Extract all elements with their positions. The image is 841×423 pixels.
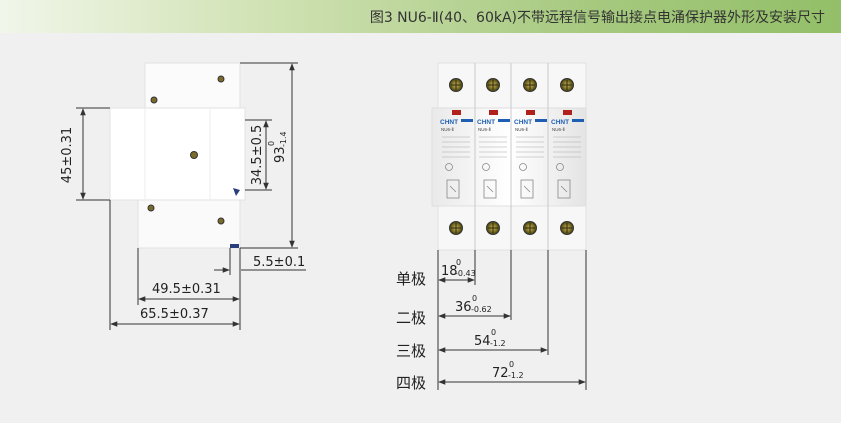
pole-label: 四极 bbox=[396, 374, 426, 392]
svg-text:72: 72 bbox=[492, 366, 509, 381]
dim-height: 45±0.31 bbox=[60, 127, 75, 183]
brand-logo: CHNT bbox=[514, 119, 532, 126]
screw-icon bbox=[217, 217, 225, 225]
indicator-window bbox=[563, 110, 572, 115]
svg-text:0: 0 bbox=[456, 258, 461, 267]
svg-text:-1.2: -1.2 bbox=[490, 339, 506, 348]
pole-label: 三极 bbox=[396, 342, 426, 360]
model-label: NU6-Ⅱ bbox=[515, 127, 528, 132]
model-label: NU6-Ⅱ bbox=[441, 127, 454, 132]
dim-total: 93 0 -1.4 bbox=[267, 131, 288, 163]
dim-width-inner: 49.5±0.31 bbox=[152, 282, 221, 297]
dim-clip: 5.5±0.1 bbox=[253, 255, 305, 270]
front-view: CHNT NU6-Ⅱ CHNT NU6 bbox=[396, 62, 587, 392]
svg-text:-0.62: -0.62 bbox=[471, 305, 492, 314]
svg-text:-1.4: -1.4 bbox=[279, 131, 288, 147]
pole-row-4: 四极 72 0 -1.2 bbox=[396, 360, 586, 392]
svg-text:0: 0 bbox=[267, 141, 276, 146]
dim-mid: 34.5±0.5 bbox=[250, 125, 265, 186]
figure-title: 图3 NU6-Ⅱ(40、60kA)不带远程信号输出接点电涌保护器外形及安装尺寸 bbox=[369, 10, 825, 26]
screw-icon bbox=[147, 204, 155, 212]
model-label: NU6-Ⅱ bbox=[552, 127, 565, 132]
dim-width-outer: 65.5±0.37 bbox=[140, 307, 209, 322]
indicator-window bbox=[526, 110, 535, 115]
din-clip-icon bbox=[233, 188, 240, 196]
side-middle-block bbox=[109, 107, 246, 201]
screw-icon bbox=[217, 75, 225, 83]
pole-label: 单极 bbox=[396, 270, 426, 288]
svg-text:18: 18 bbox=[441, 264, 458, 279]
pole-row-1: 单极 18 0 -0.43 bbox=[396, 258, 476, 288]
svg-text:54: 54 bbox=[474, 334, 491, 349]
svg-text:36: 36 bbox=[455, 300, 472, 315]
module-2: CHNT NU6-Ⅱ bbox=[477, 78, 510, 235]
brand-logo: CHNT bbox=[477, 119, 495, 126]
screw-icon bbox=[150, 96, 158, 104]
module-3: CHNT NU6-Ⅱ bbox=[514, 78, 547, 235]
svg-text:-0.43: -0.43 bbox=[455, 269, 476, 278]
side-bottom-block bbox=[137, 199, 241, 249]
pole-row-2: 二极 36 0 -0.62 bbox=[396, 294, 511, 327]
side-view: 45±0.31 34.5±0.5 93 0 -1.4 5.5±0.1 bbox=[60, 62, 306, 330]
svg-text:0: 0 bbox=[509, 360, 514, 369]
indicator-window bbox=[489, 110, 498, 115]
pole-label: 二极 bbox=[396, 309, 426, 327]
brand-logo: CHNT bbox=[440, 119, 458, 126]
din-clip-icon bbox=[230, 244, 239, 248]
brand-logo: CHNT bbox=[551, 119, 569, 126]
module-4: CHNT NU6-Ⅱ bbox=[551, 78, 584, 235]
title-bar: 图3 NU6-Ⅱ(40、60kA)不带远程信号输出接点电涌保护器外形及安装尺寸 bbox=[0, 0, 841, 33]
svg-text:93: 93 bbox=[273, 146, 288, 163]
screw-icon bbox=[190, 151, 198, 159]
indicator-window bbox=[452, 110, 461, 115]
svg-text:0: 0 bbox=[472, 294, 477, 303]
svg-text:0: 0 bbox=[491, 328, 496, 337]
side-top-block bbox=[144, 62, 241, 109]
model-label: NU6-Ⅱ bbox=[478, 127, 491, 132]
module-1: CHNT NU6-Ⅱ bbox=[440, 78, 473, 235]
svg-text:-1.2: -1.2 bbox=[508, 371, 524, 380]
pole-row-3: 三极 54 0 -1.2 bbox=[396, 328, 548, 360]
